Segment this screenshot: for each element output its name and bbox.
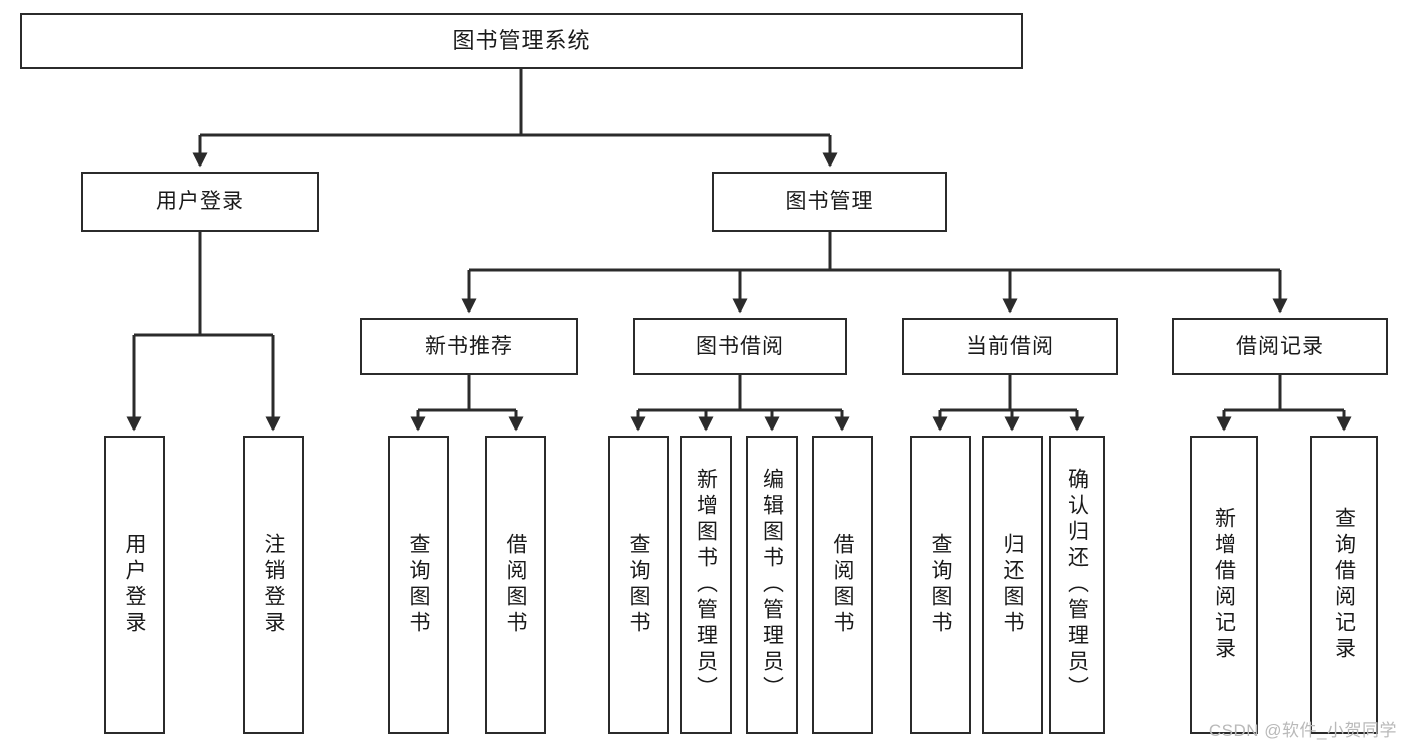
node-label: 用户登录: [156, 190, 244, 214]
node-current-borrow[interactable]: 当前借阅: [902, 318, 1118, 375]
node-borrow-record[interactable]: 借阅记录: [1172, 318, 1388, 375]
node-leaf-query-books-borrow[interactable]: 查询图书: [608, 436, 669, 734]
node-label: 借阅图书: [504, 533, 527, 637]
node-label: 注销登录: [262, 533, 285, 637]
node-leaf-return-book[interactable]: 归还图书: [982, 436, 1043, 734]
node-book-borrow[interactable]: 图书借阅: [633, 318, 847, 375]
node-label: 新增图书（管理员）: [694, 468, 718, 702]
node-label: 归还图书: [1001, 533, 1024, 637]
node-leaf-query-books-recommend[interactable]: 查询图书: [388, 436, 449, 734]
node-label: 查询图书: [627, 533, 650, 637]
node-label: 当前借阅: [966, 334, 1054, 358]
node-label: 新增借阅记录: [1212, 507, 1236, 663]
node-leaf-borrow-book[interactable]: 借阅图书: [812, 436, 873, 734]
node-label: 用户登录: [123, 533, 146, 637]
node-label: 图书借阅: [696, 334, 784, 358]
node-leaf-confirm-return-admin[interactable]: 确认归还（管理员）: [1049, 436, 1105, 734]
node-leaf-add-borrow-record[interactable]: 新增借阅记录: [1190, 436, 1258, 734]
node-label: 图书管理: [785, 190, 874, 214]
node-leaf-logout-login[interactable]: 注销登录: [243, 436, 304, 734]
node-leaf-query-borrow-record[interactable]: 查询借阅记录: [1310, 436, 1378, 734]
node-label: 查询借阅记录: [1332, 507, 1356, 663]
node-label: 借阅图书: [831, 533, 854, 637]
node-leaf-edit-book-admin[interactable]: 编辑图书（管理员）: [746, 436, 798, 734]
node-leaf-query-books-current[interactable]: 查询图书: [910, 436, 971, 734]
node-root-图书管理系统[interactable]: 图书管理系统: [20, 13, 1023, 69]
node-new-book-recommend[interactable]: 新书推荐: [360, 318, 578, 375]
node-label: 新书推荐: [425, 334, 513, 358]
node-label: 确认归还（管理员）: [1065, 468, 1089, 702]
node-leaf-add-book-admin[interactable]: 新增图书（管理员）: [680, 436, 732, 734]
node-label: 借阅记录: [1236, 334, 1324, 358]
node-user-login[interactable]: 用户登录: [81, 172, 319, 232]
node-label: 图书管理系统: [452, 27, 591, 53]
node-label: 查询图书: [929, 533, 952, 637]
csdn-watermark: CSDN @软件_小贺同学: [1208, 721, 1397, 740]
node-label: 编辑图书（管理员）: [760, 468, 784, 702]
node-book-manage[interactable]: 图书管理: [712, 172, 947, 232]
node-leaf-borrow-books-recommend[interactable]: 借阅图书: [485, 436, 546, 734]
node-label: 查询图书: [407, 533, 430, 637]
node-leaf-user-login[interactable]: 用户登录: [104, 436, 165, 734]
